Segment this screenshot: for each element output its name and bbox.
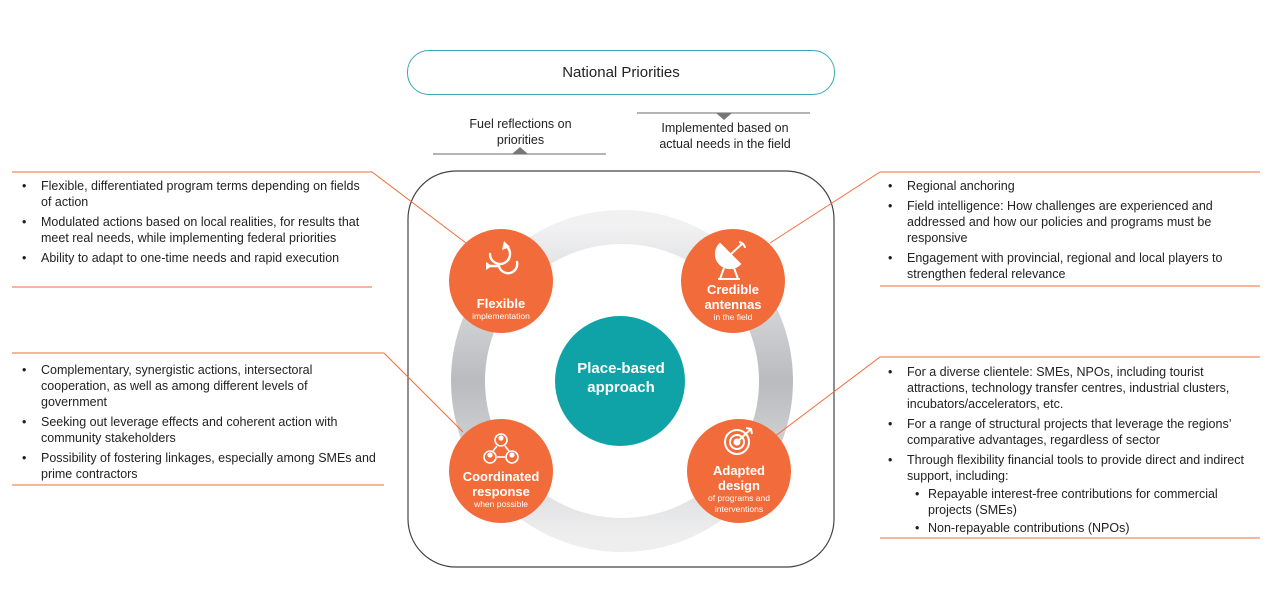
circle-label-credible: Credible antennas in the field — [688, 282, 778, 323]
target-icon — [724, 427, 753, 455]
circle-title: Flexible — [476, 296, 526, 311]
circle-title: Adapted design — [713, 463, 765, 493]
circle-subtitle: in the field — [713, 312, 753, 322]
cycle-ring — [451, 210, 793, 552]
list-separators — [12, 171, 1260, 539]
people-network-icon — [483, 433, 519, 464]
right-feedback-bar — [637, 112, 810, 120]
list-bottom-left: Complementary, synergistic actions, inte… — [14, 362, 376, 486]
list-top-right: Regional anchoring Field intelligence: H… — [880, 178, 1252, 286]
list-item: Through flexibility financial tools to p… — [880, 452, 1260, 484]
cycle-arrow-icon — [486, 241, 519, 275]
connectors — [371, 171, 881, 438]
circle-title: Credible antennas — [704, 282, 762, 312]
national-priorities-title: National Priorities — [562, 64, 680, 81]
sub-list-item: Non-repayable contributions (NPOs) — [880, 520, 1260, 536]
note-fuel-reflections: Fuel reflections on priorities — [469, 117, 572, 147]
list-top-left: Flexible, differentiated program terms d… — [14, 178, 364, 270]
circle-label-flexible: Flexible implementation — [451, 296, 551, 322]
circle-flexible — [449, 229, 553, 333]
circle-coordinated — [449, 419, 553, 523]
list-item: For a range of structural projects that … — [880, 416, 1260, 448]
sub-list-item: Repayable interest-free contributions fo… — [880, 486, 1260, 518]
circle-adapted — [687, 419, 791, 523]
circle-subtitle: when possible — [474, 499, 528, 509]
note-implemented: Implemented based on actual needs in the… — [659, 121, 791, 151]
circle-credible — [681, 229, 785, 333]
list-item: For a diverse clientele: SMEs, NPOs, inc… — [880, 364, 1260, 412]
circle-title: Coordinated response — [462, 469, 540, 499]
satellite-dish-icon — [714, 241, 746, 280]
left-feedback-bar — [433, 147, 606, 155]
national-priorities-box: National Priorities — [407, 50, 835, 95]
list-item: Possibility of fostering linkages, espec… — [14, 450, 376, 482]
center-circle — [555, 316, 685, 446]
outer-frame — [407, 170, 835, 568]
circle-subtitle: implementation — [472, 311, 530, 321]
center-title: Place-based approach — [577, 360, 665, 396]
list-bottom-right: For a diverse clientele: SMEs, NPOs, inc… — [880, 364, 1260, 538]
list-item: Seeking out leverage effects and coheren… — [14, 414, 376, 446]
list-item: Ability to adapt to one-time needs and r… — [14, 250, 364, 266]
circle-label-adapted: Adapted design of programs and intervent… — [694, 463, 784, 515]
circle-label-coordinated: Coordinated response when possible — [451, 469, 551, 510]
list-item: Regional anchoring — [880, 178, 1252, 194]
list-item: Complementary, synergistic actions, inte… — [14, 362, 376, 410]
list-item: Field intelligence: How challenges are e… — [880, 198, 1252, 246]
circle-subtitle: of programs and interventions — [708, 493, 770, 514]
list-item: Modulated actions based on local realiti… — [14, 214, 364, 246]
list-item: Flexible, differentiated program terms d… — [14, 178, 364, 210]
list-item: Engagement with provincial, regional and… — [880, 250, 1252, 282]
